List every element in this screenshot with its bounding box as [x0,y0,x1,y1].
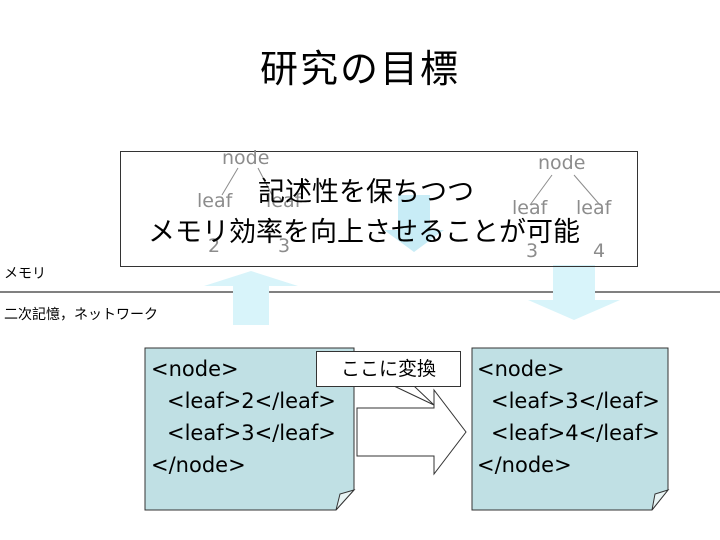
right-tree-root-label: node [538,152,586,174]
convert-callout-pointer [393,385,435,406]
left-tree-value-a: 2 [208,235,221,257]
left-tree-leaf-b-label: leaf [266,190,302,212]
goal-text-line-1: 記述性を保ちつつ [258,177,474,208]
left-tree-leaf-a-label: leaf [197,190,233,212]
store-down-arrow [528,265,620,320]
left-tree-value-b: 3 [278,235,291,257]
left-tree-root-label: node [222,147,270,169]
left-xml-open-tag: <node> [151,357,239,381]
convert-callout-label: ここに変換 [316,351,461,387]
left-xml-close-tag: </node> [151,453,246,477]
right-xml-content: <node> <leaf>3</leaf> <leaf>4</leaf> </node… [477,353,660,481]
right-xml-leaf-1: <leaf>3</leaf> [491,389,660,413]
right-xml-close-tag: </node> [477,453,572,477]
left-xml-content: <node> <leaf>2</leaf> <leaf>3</leaf> </node… [151,353,336,481]
right-tree-leaf-a-label: leaf [512,197,548,219]
left-tree-edge-b [257,167,273,196]
left-xml-leaf-2: <leaf>3</leaf> [167,421,336,445]
memory-layer-label: メモリ [4,266,46,282]
left-tree-edge-a [221,167,239,196]
left-xml-document-fold [335,489,356,511]
right-xml-open-tag: <node> [477,357,565,381]
right-xml-leaf-2: <leaf>4</leaf> [491,421,660,445]
right-tree-value-a: 3 [526,240,539,262]
right-tree-value-b: 4 [593,240,606,262]
left-xml-leaf-1: <leaf>2</leaf> [167,389,336,413]
right-xml-document-fold [651,489,670,511]
convert-arrow [356,388,467,476]
storage-layer-label: 二次記憶，ネットワーク [4,307,158,323]
goal-box [120,151,638,267]
page-title: 研究の目標 [259,47,460,91]
goal-text-line-2: メモリ効率を向上させることが可能 [148,217,580,248]
center-highlight-arrow [384,195,444,252]
right-tree-edge-a [529,174,553,206]
right-tree-leaf-b-label: leaf [576,197,612,219]
load-up-arrow [204,271,298,325]
right-tree-edge-b [573,174,601,206]
